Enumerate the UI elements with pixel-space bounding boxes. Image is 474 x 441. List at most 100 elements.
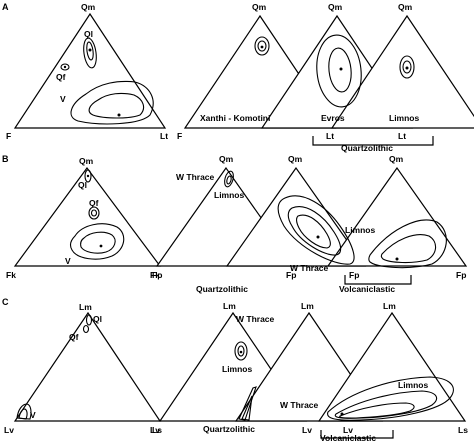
c-wthrace-sliver-inner [241,395,253,421]
panel-a-bracket-label: Quartzolithic [341,143,393,153]
panel-c-tri-2-apex: Lm [301,301,314,311]
panel-a-name-evros: Evros [321,113,345,123]
panel-a-name-limnos: Limnos [389,113,419,123]
panel-b-bracket-label: Volcaniclastic [339,284,395,294]
b-ql-field [84,169,92,183]
c-limnos-mean-dot [340,412,344,416]
panel-b-right-apex-fp-3: Fp [456,270,466,280]
panel-c-name-wthrace-mid: W Thrace [280,400,319,410]
panel-c-left-apex-top: Lm [79,302,92,312]
panel-b-tri-3 [326,166,468,267]
panel-a-left-apex-bl: F [6,131,11,141]
panel-a-letter: A [2,2,9,12]
panel-a-right-apex-lt-1: Lt [326,131,334,141]
panel-c: C Lm Lv Ls Ql Qf V Lm Lm Lm Lv Lv Lv Ls … [2,297,468,441]
panel-a-left-apex-br: Lt [160,131,168,141]
panel-a-name-xanthi: Xanthi - Komotini [200,113,270,123]
b-v-field-outer [70,223,125,260]
panel-b: B Qm Fk Fp Ql Qf V Qm Qm Qm Fk Fp Fp Fp … [2,154,468,294]
panel-c-left-triangle [13,311,162,422]
b-ql-mean-dot [86,174,90,178]
ql-field-outer [83,37,97,69]
panel-a-left-apex-top: Qm [81,2,96,12]
panel-c-name-wthrace-top: W Thrace [236,314,275,324]
c-v-label: V [30,410,36,420]
b-wthrace-small-outer [224,170,234,188]
c-limnos-field-inner [339,402,415,419]
limnos-a-field-outer [399,55,415,79]
panel-b-tri-2-apex: Qm [288,154,303,164]
evros-field-outer [316,34,362,108]
panel-b-left-apex-bl: Fk [6,270,16,280]
panel-b-right-apex-fp-1: Fp [286,270,296,280]
c-limnos-small-outer [234,341,248,361]
panel-b-tri-3-apex: Qm [389,154,404,164]
panel-c-letter: C [2,297,9,307]
b-v-label: V [65,256,71,266]
panel-a-left-triangle [13,12,167,129]
b-v-field-inner [80,231,116,254]
panel-b-name-wthrace-mid: W Thrace [290,263,329,273]
qf-mean-dot [63,65,67,69]
panel-a: A Qm F Lt Ql Qf V Qm Qm Qm F Lt Lt [2,2,474,153]
b-wthrace-field-outer [277,195,355,265]
limnos-a-field-inner [402,60,412,74]
qf-label: Qf [56,72,66,82]
limnos-a-mean-dot [405,66,409,70]
xanthi-field-inner [257,40,267,52]
panel-c-left-apex-br: Ls [152,425,162,435]
panel-a-tri-3 [330,14,474,129]
c-v-field-inner [18,408,28,420]
b-qf-field-inner [90,209,98,217]
b-limnos-field-outer [368,219,447,269]
panel-c-right-apex-lv-2: Lv [343,425,353,435]
b-qf-label: Qf [89,198,99,208]
panel-c-left-apex-bl: Lv [4,425,14,435]
b-ql-label: Ql [78,180,87,190]
evros-field-inner [328,47,352,93]
panel-c-name-limnos-left: Limnos [222,364,252,374]
v-field-outer [70,80,154,125]
v-label: V [60,94,66,104]
v-mean-dot [117,113,121,117]
panel-b-volcaniclastic-bracket [344,275,412,285]
c-limnos-small-inner [237,345,245,357]
b-limnos-mean-dot [395,257,399,261]
panel-b-left-apex-br: Fp [152,270,162,280]
b-wthrace-field-inner [296,214,331,249]
b-wthrace-mean-dot [316,235,320,239]
xanthi-mean-dot [260,45,264,49]
panel-c-name-limnos-right: Limnos [398,380,428,390]
b-limnos-field-inner [380,234,437,264]
panel-b-quartzolithic-label: Quartzolithic [196,284,248,294]
panel-a-right-apex-lt-2: Lt [398,131,406,141]
panel-b-left-apex-top: Qm [79,156,94,166]
c-ql-label: Ql [93,314,102,324]
panel-c-tri-3-apex: Lm [383,301,396,311]
c-qf-field [82,324,90,334]
ql-mean-dot [88,48,92,52]
panel-b-name-limnos-mid: Limnos [345,225,375,235]
panel-b-right-apex-fp-2: Fp [349,270,359,280]
b-wthrace-field-mid [287,206,342,256]
panel-c-right-apex-bl: Lv [150,425,160,435]
c-limnos-small-dot [239,350,243,354]
b-wthrace-small-inner [226,175,232,185]
panel-b-name-wthrace-top: W Thrace [176,172,215,182]
ql-field-inner [86,41,94,61]
panel-b-tri-1-apex: Qm [219,154,234,164]
b-qf-field [88,206,100,220]
panel-a-quartzolithic-bracket [312,136,434,146]
b-v-mean-dot [99,244,103,248]
qf-field [60,63,70,71]
panel-c-volcaniclastic-bracket [320,430,394,439]
panel-c-tri-1-apex: Lm [223,301,236,311]
panel-c-right-apex-lv-1: Lv [302,425,312,435]
c-qf-label: Qf [69,332,79,342]
xanthi-field-outer [254,36,270,56]
panel-c-right-apex-ls: Ls [458,425,468,435]
panel-b-right-apex-bl: Fk [150,270,160,280]
ql-label: Ql [84,29,93,39]
panel-a-tri-1-apex: Qm [252,2,267,12]
